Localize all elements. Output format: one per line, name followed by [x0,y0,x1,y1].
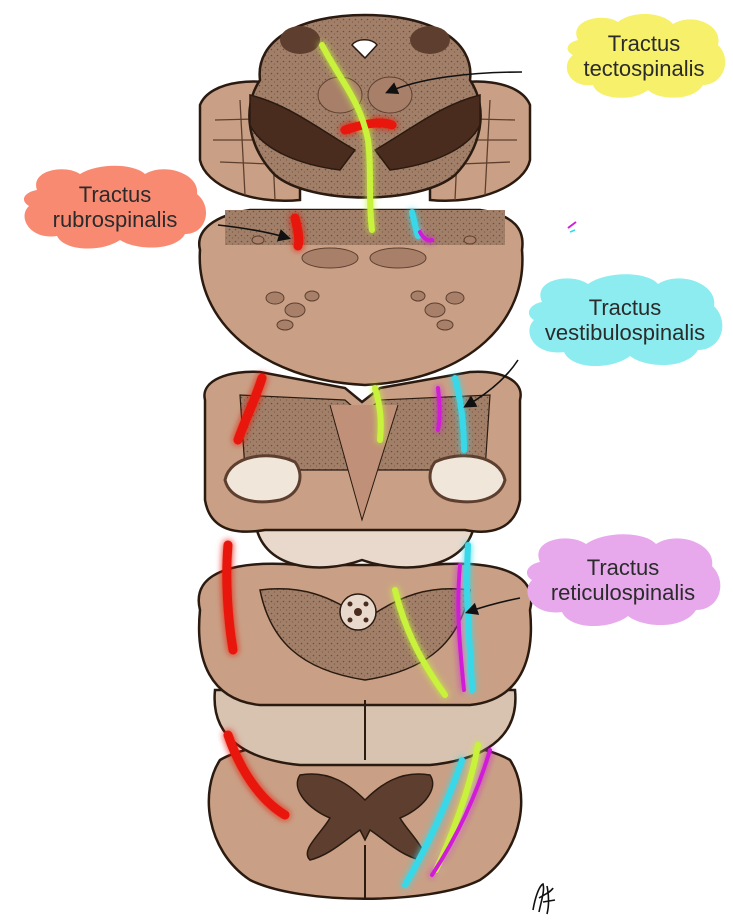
label-vestibulospinalis-line1: Tractus [545,295,705,320]
left-olive [225,456,300,502]
stray-marks [568,222,576,232]
label-reticulospinalis: Tractus reticulospinalis [518,530,728,630]
artist-signature [529,880,559,916]
label-vestibulospinalis: Tractus vestibulospinalis [520,270,730,370]
section-pons [199,210,522,385]
label-tectospinalis-line1: Tractus [583,31,704,56]
label-tectospinalis: Tractus tectospinalis [558,10,730,102]
section-lower-medulla [199,564,532,765]
section-midbrain [200,15,530,201]
label-reticulospinalis-line2: reticulospinalis [551,580,695,605]
label-rubrospinalis: Tractus rubrospinalis [15,162,215,252]
label-rubrospinalis-line2: rubrospinalis [53,207,178,232]
label-rubrospinalis-line1: Tractus [53,182,178,207]
label-tectospinalis-line2: tectospinalis [583,56,704,81]
right-olive [430,456,505,502]
label-vestibulospinalis-line2: vestibulospinalis [545,320,705,345]
label-reticulospinalis-line1: Tractus [551,555,695,580]
